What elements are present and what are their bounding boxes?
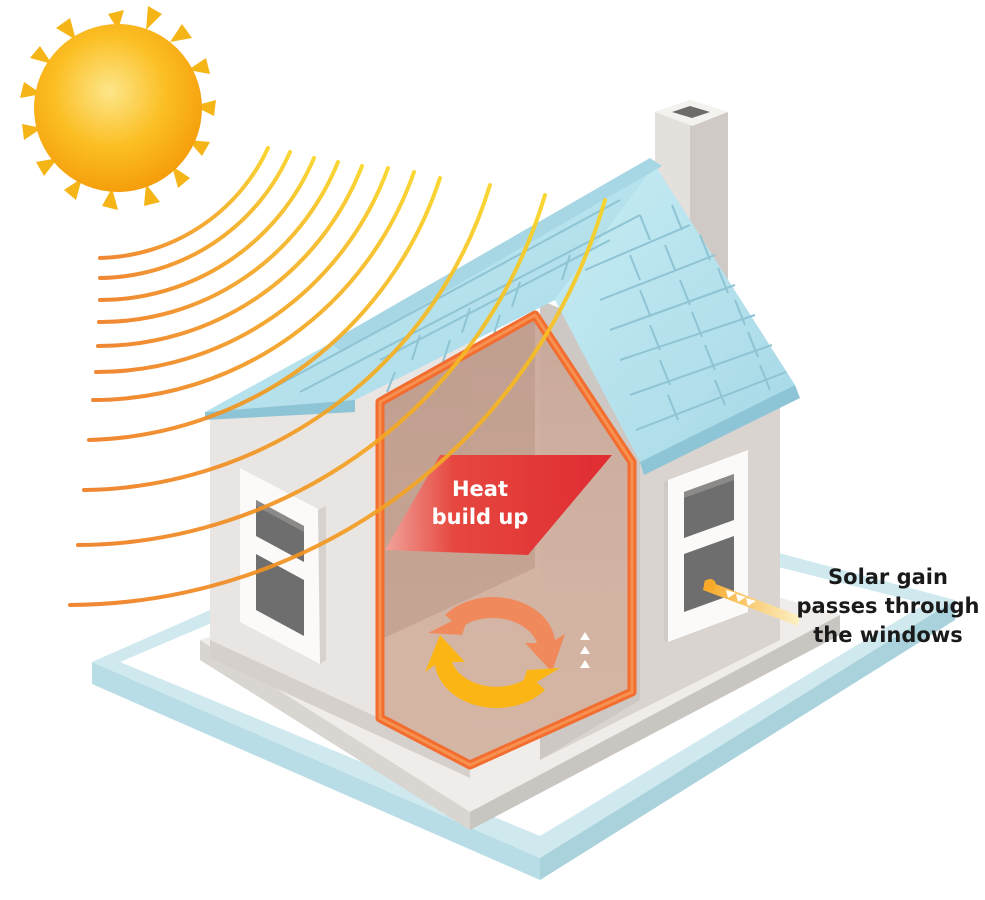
sun-icon <box>20 6 216 210</box>
heat-label: Heat build up <box>432 477 529 529</box>
heat-label-line1: Heat <box>452 477 508 501</box>
roof <box>205 158 800 475</box>
heat-label-line2: build up <box>432 505 529 529</box>
circulation-arrows-icon <box>425 597 565 708</box>
solar-label-line2: passes through <box>797 594 980 618</box>
solar-gain-label: Solar gain passes through the windows <box>797 565 980 647</box>
heat-banner <box>385 455 612 555</box>
solar-label-line3: the windows <box>813 623 962 647</box>
rising-arrows-icon <box>580 632 590 668</box>
solar-beam-icon <box>703 579 800 626</box>
solar-label-line1: Solar gain <box>828 565 948 589</box>
solar-waves <box>68 146 607 607</box>
left-window <box>240 468 326 664</box>
right-window <box>664 450 748 642</box>
